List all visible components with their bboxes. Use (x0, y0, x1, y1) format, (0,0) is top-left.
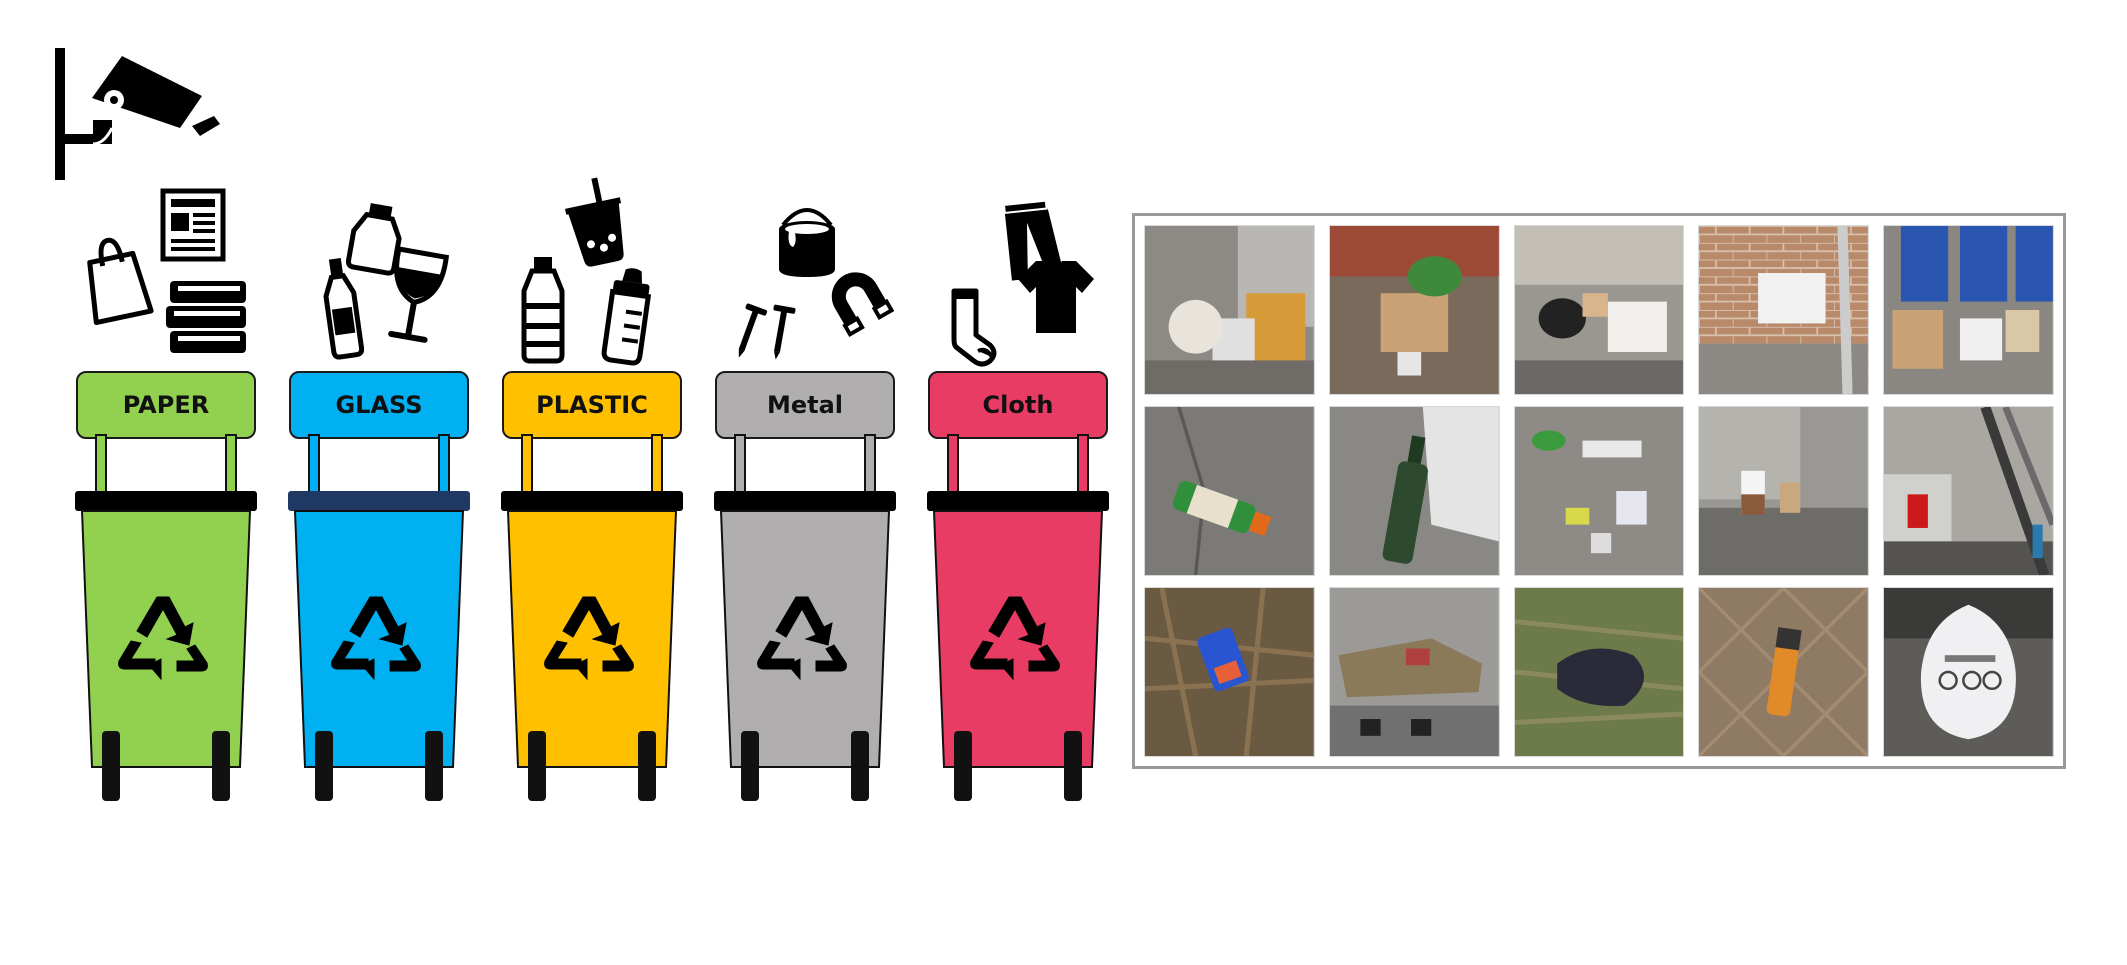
bin-paper-rim (75, 491, 257, 511)
bin-cloth-items (951, 199, 1094, 367)
photo-black-plastic-bag (1513, 587, 1685, 757)
bin-glass-items (323, 203, 450, 360)
photo-blue-bins-boxes-image (1884, 226, 2053, 394)
photo-styrofoam-trash (1513, 225, 1685, 395)
recycle-icon (118, 596, 208, 681)
t-shirt-icon (1018, 261, 1094, 333)
bin-metal-body (714, 434, 896, 801)
nails-icon (738, 303, 796, 360)
photo-waste-bag-image (1884, 588, 2053, 756)
bin-cloth-wheel-left (954, 731, 972, 801)
bin-plastic-wheel-left (528, 731, 546, 801)
magnet-icon (831, 272, 895, 338)
bin-plastic-body (501, 434, 683, 801)
bin-paper: PAPER (68, 185, 258, 801)
baby-bottle-icon (601, 268, 652, 366)
photo-grid-panel (1132, 213, 2066, 769)
recycle-icon (970, 596, 1060, 681)
bin-metal-rim (714, 491, 896, 511)
bin-plastic: PLASTIC (494, 177, 684, 801)
bin-paper-wheel-left (102, 731, 120, 801)
bin-metal-wheel-left (741, 731, 759, 801)
bin-glass: GLASS (281, 185, 471, 801)
photo-cardboard-boxes-image (1329, 226, 1499, 394)
bin-metal-items (738, 208, 895, 360)
bin-paper-body (75, 434, 257, 801)
photo-boot-grate-image (1329, 588, 1499, 756)
bin-cloth-wheel-right (1064, 731, 1082, 801)
photo-black-plastic-bag-image (1514, 588, 1684, 756)
photo-styrofoam-trash-image (1514, 226, 1684, 394)
bin-glass-wheel-left (315, 731, 333, 801)
photo-cardboard-boxes (1328, 225, 1500, 395)
bin-plastic-wheel-right (638, 731, 656, 801)
bin-glass-label: GLASS (289, 371, 469, 439)
bin-paper-label: PAPER (76, 371, 256, 439)
photo-white-box-wall-image (1699, 226, 1869, 394)
photo-green-glass-bottle-image (1329, 407, 1499, 575)
photo-scattered-litter-image (1514, 407, 1684, 575)
photo-bottle-pavement-image (1145, 407, 1314, 575)
bin-metal-wheel-right (851, 731, 869, 801)
bin-glass-body (288, 434, 470, 801)
photo-green-glass-bottle (1328, 406, 1500, 576)
photo-battery-mat (1698, 587, 1870, 757)
water-bottle-icon (521, 257, 565, 364)
recycle-icon (331, 596, 421, 681)
photo-bottle-pavement (1144, 406, 1315, 576)
recycle-icon (544, 596, 634, 681)
wine-glass-icon (388, 246, 450, 343)
bin-metal-label: Metal (715, 371, 895, 439)
photo-soda-can (1883, 406, 2054, 576)
shopping-bag-icon (87, 237, 154, 326)
bin-glass-wheel-right (425, 731, 443, 801)
bin-plastic-label: PLASTIC (502, 371, 682, 439)
paint-can-icon (779, 208, 835, 277)
photo-battery-ground (1144, 587, 1315, 757)
photo-trash-pile-bags-image (1145, 226, 1314, 394)
pants-icon (1002, 199, 1064, 281)
bin-cloth-rim (927, 491, 1109, 511)
photo-waste-bag (1883, 587, 2054, 757)
photo-battery-mat-image (1699, 588, 1869, 756)
photo-blue-bins-boxes (1883, 225, 2054, 395)
photo-coffee-cups-image (1699, 407, 1869, 575)
bin-plastic-items (521, 177, 652, 366)
sock-icon (951, 288, 997, 367)
photo-boot-grate (1328, 587, 1500, 757)
bin-plastic-rim (501, 491, 683, 511)
cctv-camera-icon (55, 48, 220, 180)
bin-metal: Metal (707, 185, 897, 801)
jar-icon (345, 203, 402, 276)
photo-scattered-litter (1513, 406, 1685, 576)
bin-paper-items (87, 188, 246, 353)
photo-trash-pile-bags (1144, 225, 1315, 395)
bin-cloth-label: Cloth (928, 371, 1108, 439)
books-icon (166, 281, 246, 353)
bin-paper-wheel-right (212, 731, 230, 801)
photo-battery-ground-image (1145, 588, 1314, 756)
photo-white-box-wall (1698, 225, 1870, 395)
bottle-icon (323, 257, 365, 360)
bin-cloth: Cloth (920, 185, 1110, 801)
photo-soda-can-image (1884, 407, 2053, 575)
bubble-tea-icon (565, 177, 624, 267)
bin-cloth-body (927, 434, 1109, 801)
bin-glass-rim (288, 491, 470, 511)
recycle-icon (757, 596, 847, 681)
photo-grid (1144, 225, 2054, 757)
newspaper-icon (160, 188, 226, 262)
photo-coffee-cups (1698, 406, 1870, 576)
